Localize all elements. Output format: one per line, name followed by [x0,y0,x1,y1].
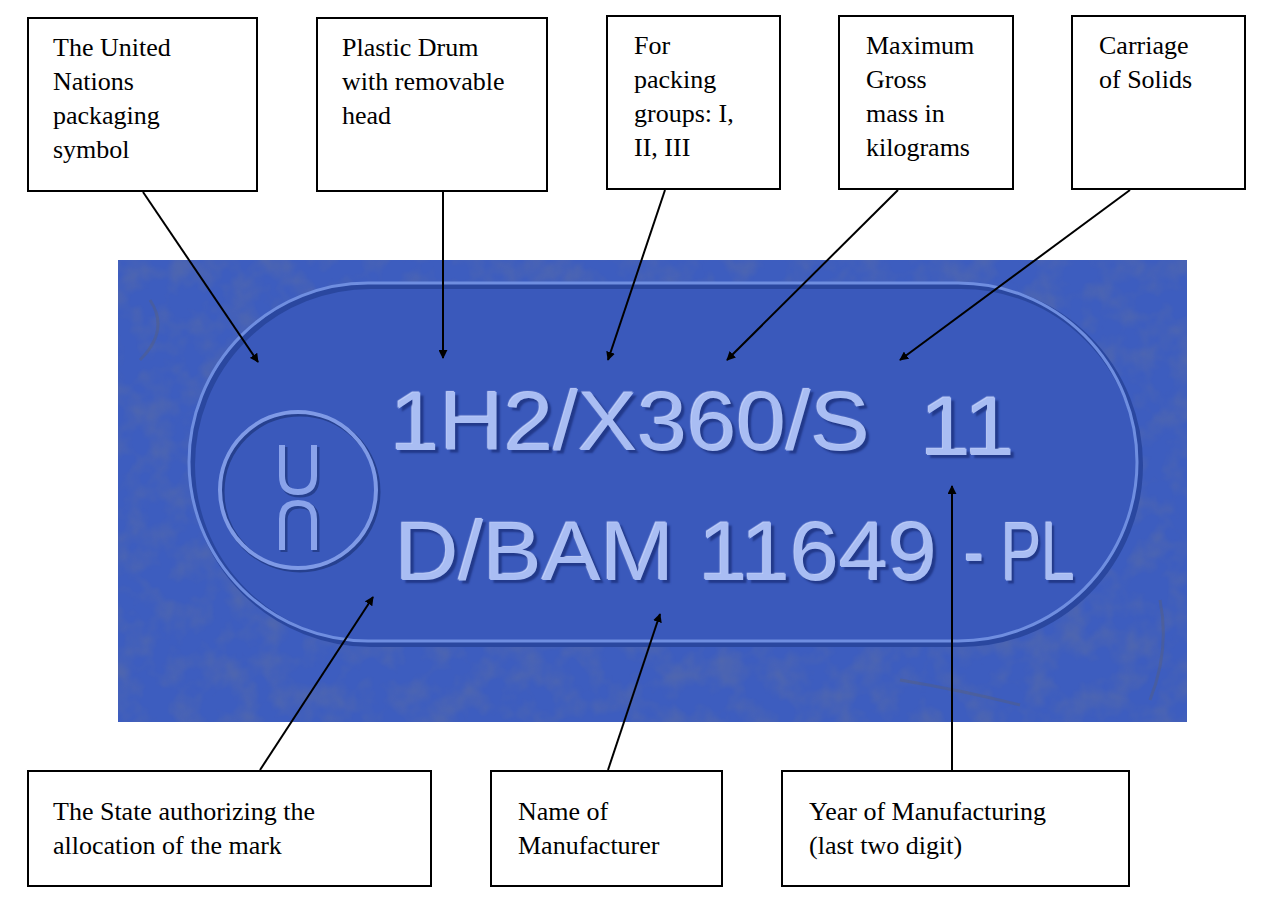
callout-text: Year of Manufacturing (last two digit) [809,795,1068,863]
callout-text: The State authorizing the allocation of … [53,795,390,863]
mark-holder: D/BAM 11649 [395,509,912,593]
embossed-mark-text: D/BAM 11649 [395,509,937,593]
leader-arrow [608,190,665,360]
callout-text: The United Nations packaging symbol [53,31,232,167]
callout-box: Year of Manufacturing (last two digit) [781,770,1130,887]
surface-texture [118,260,1187,722]
embossed-mark-text: 11 [920,384,1015,468]
callout-box: The United Nations packaging symbol [27,17,258,192]
callout-box: Maximum Gross mass in kilograms [838,15,1014,190]
callout-box: Name of Manufacturer [490,770,723,887]
callout-text: Carriage of Solids [1099,29,1194,97]
callout-text: For packing groups: I, II, III [634,29,739,165]
plastic-surface [118,260,1187,722]
leader-arrow [608,614,660,770]
un-circle [220,412,376,568]
leader-arrow [951,486,953,770]
leader-arrow [442,192,444,358]
mark-holder: 1H2/X360/S [390,379,843,463]
callout-box: For packing groups: I, II, III [606,15,781,190]
mark-holder: - PL [964,509,1118,593]
embossed-mark-text: 1H2/X360/S [390,379,870,463]
un-letter-u [282,445,314,492]
embossed-mark-text: - PL [964,509,1075,593]
embossed-plate-shadow [192,286,1140,644]
mark-holder: 11 [920,384,1007,468]
leader-arrow [727,190,898,360]
embossed-plate [189,283,1137,641]
callout-text: Plastic Drum with removable head [342,31,522,133]
callout-box: The State authorizing the allocation of … [27,770,432,887]
callout-text: Name of Manufacturer [518,795,697,863]
leader-arrow [143,192,258,362]
un-letter-n [282,503,314,550]
callout-box: Plastic Drum with removable head [316,17,548,192]
callout-text: Maximum Gross mass in kilograms [866,29,972,165]
callout-box: Carriage of Solids [1071,15,1246,190]
leader-lines [143,190,1130,770]
leader-arrow [900,190,1130,360]
leader-arrow [260,597,373,770]
